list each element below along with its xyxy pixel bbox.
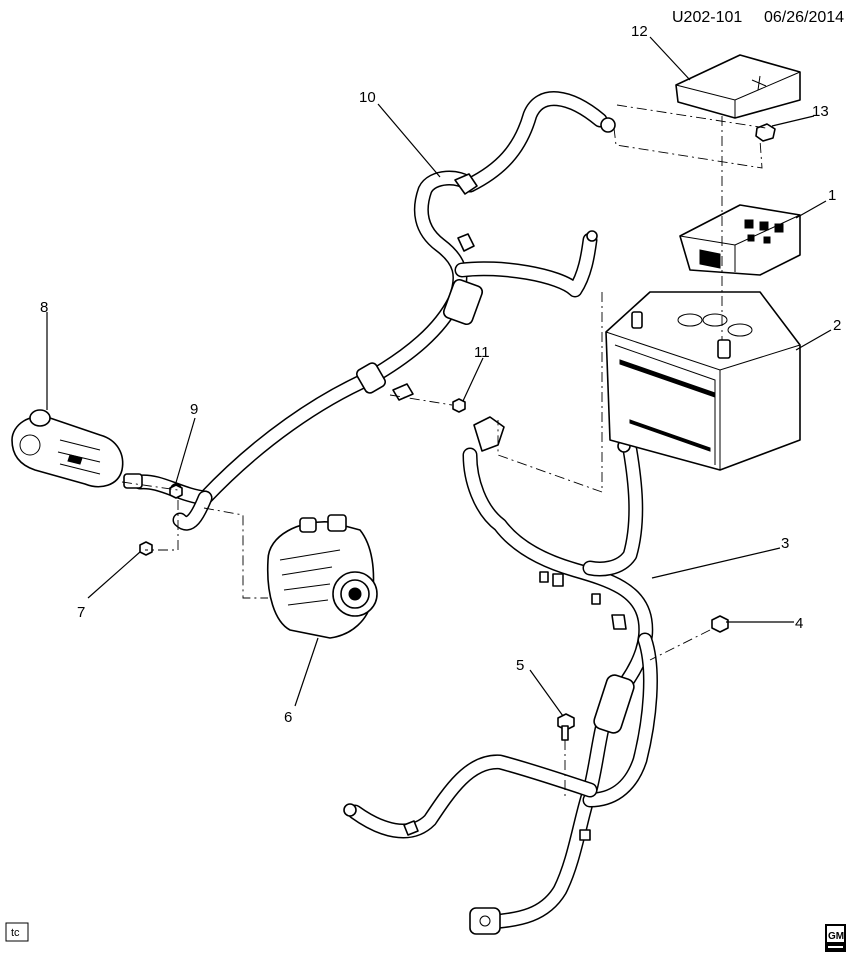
callout-7: 7 [77, 604, 85, 621]
nut-13 [755, 123, 776, 142]
alternator [266, 514, 378, 639]
callout-10: 10 [359, 89, 376, 106]
callout-9: 9 [190, 401, 198, 418]
callout-13: 13 [812, 103, 829, 120]
callout-3: 3 [781, 535, 789, 552]
nut-7 [139, 541, 153, 556]
doc-id: U202-101 [672, 9, 742, 26]
svg-text:GM: GM [828, 931, 844, 942]
bolt-11 [452, 398, 466, 413]
callout-11: 11 [474, 344, 490, 361]
callout-8: 8 [40, 299, 48, 316]
nut-9 [169, 484, 183, 499]
callout-5: 5 [516, 657, 524, 674]
bolt-5 [557, 713, 575, 741]
fuse-block [679, 204, 801, 276]
negative-cable-harness [343, 416, 658, 935]
tc-badge: tc [5, 922, 29, 942]
starter-motor [11, 409, 124, 488]
bolt-4 [711, 615, 729, 633]
battery [605, 291, 801, 471]
fuse-block-cover [675, 54, 801, 119]
callout-4: 4 [795, 615, 803, 632]
assembly-lines [121, 104, 767, 800]
callout-1: 1 [828, 187, 836, 204]
callout-12: 12 [631, 23, 648, 40]
leader-lines [46, 36, 832, 717]
callout-6: 6 [284, 709, 292, 726]
svg-text:tc: tc [11, 927, 20, 939]
gm-logo: GM [825, 924, 846, 952]
doc-date: 06/26/2014 [764, 9, 844, 26]
callouts: 1 2 3 4 5 6 7 8 9 10 11 12 13 [40, 23, 841, 726]
positive-cable-harness [123, 91, 616, 531]
callout-2: 2 [833, 317, 841, 334]
